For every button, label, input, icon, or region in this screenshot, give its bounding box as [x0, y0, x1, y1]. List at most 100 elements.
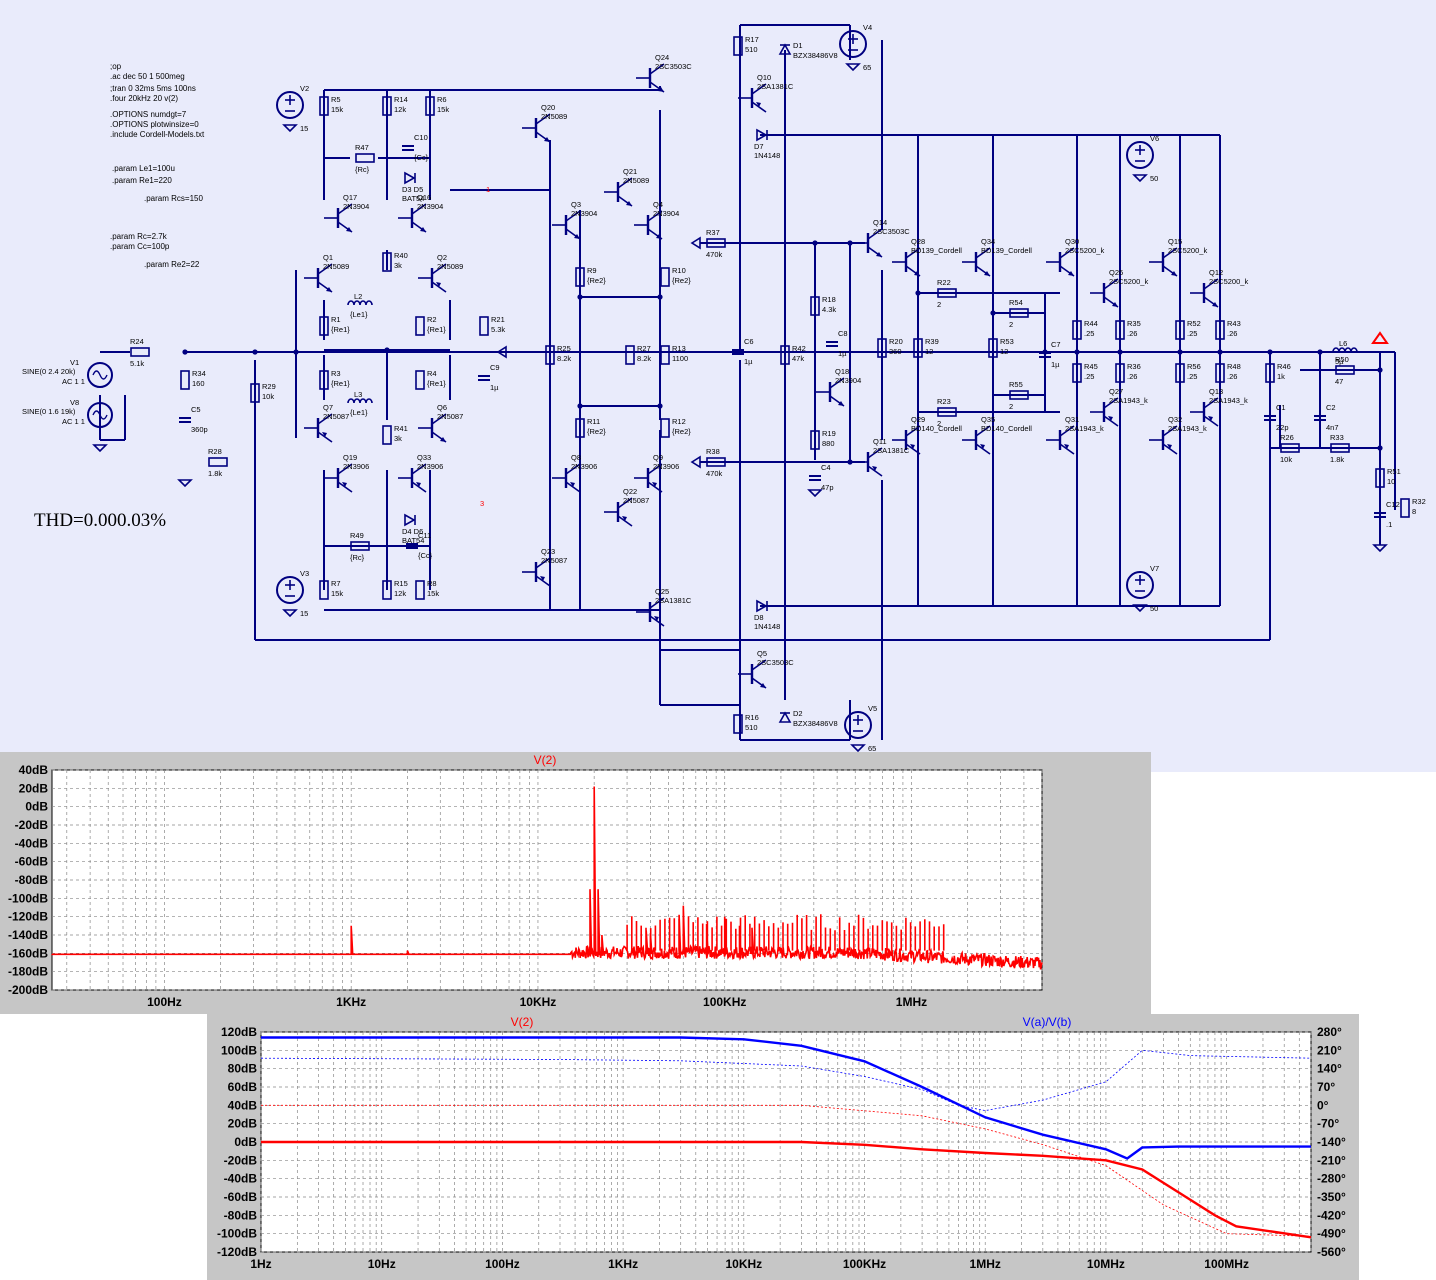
spice-directive-include[interactable]: .include Cordell-Models.txt	[110, 130, 205, 139]
resistor-r26[interactable]	[1280, 443, 1300, 453]
param-rcs[interactable]: .param Rcs=150	[144, 194, 203, 203]
resistor-r28[interactable]	[208, 457, 228, 467]
capacitor-c5[interactable]	[179, 417, 191, 423]
resistor-r40[interactable]	[382, 252, 392, 272]
resistor-r25[interactable]	[545, 345, 555, 365]
spice-directive-numdgt[interactable]: .OPTIONS numdgt=7	[110, 110, 187, 119]
transistor-q14[interactable]	[854, 228, 883, 258]
capacitor-c8[interactable]	[826, 341, 838, 347]
resistor-r44[interactable]	[1072, 320, 1082, 340]
resistor-r16[interactable]	[733, 714, 743, 734]
transistor-q18[interactable]	[816, 377, 845, 407]
transistor-q21[interactable]	[604, 177, 633, 207]
resistor-r29[interactable]	[250, 383, 260, 403]
spice-directive-four[interactable]: .four 20kHz 20 v(2)	[110, 94, 179, 103]
resistor-r1[interactable]	[319, 316, 329, 336]
param-cc[interactable]: .param Cc=100p	[110, 242, 170, 251]
transistor-q23[interactable]	[522, 557, 551, 587]
resistor-r38[interactable]	[706, 457, 726, 467]
capacitor-c4[interactable]	[809, 475, 821, 481]
spice-directive-tran[interactable]: ;tran 0 32ms 5ms 100ns	[110, 84, 196, 93]
inductor-l3[interactable]	[347, 398, 373, 404]
resistor-r18[interactable]	[810, 296, 820, 316]
voltage-source-v6[interactable]	[1126, 141, 1154, 183]
transistor-q12[interactable]	[1190, 278, 1219, 308]
param-re1[interactable]: .param Re1=220	[112, 176, 172, 185]
resistor-r51[interactable]	[1375, 468, 1385, 488]
resistor-r10[interactable]	[660, 267, 670, 287]
transistor-q17[interactable]	[324, 203, 353, 233]
transistor-q28[interactable]	[892, 247, 921, 277]
transistor-q19[interactable]	[324, 463, 353, 493]
resistor-r8[interactable]	[415, 580, 425, 600]
fft-trace-label[interactable]: V(2)	[534, 753, 557, 767]
diode-d3-d5[interactable]	[404, 171, 416, 185]
resistor-r14[interactable]	[382, 96, 392, 116]
port-arrow[interactable]	[496, 345, 507, 359]
transistor-q22[interactable]	[604, 497, 633, 527]
transistor-q15[interactable]	[1149, 247, 1178, 277]
resistor-r20[interactable]	[877, 338, 887, 358]
bode-left-trace-label[interactable]: V(2)	[511, 1015, 534, 1029]
resistor-r49[interactable]	[350, 541, 370, 551]
transistor-q32[interactable]	[1149, 425, 1178, 455]
spice-directive-ac[interactable]: .ac dec 50 1 500meg	[110, 72, 185, 81]
resistor-r54[interactable]	[1009, 308, 1029, 318]
param-rc[interactable]: .param Rc=2.7k	[110, 232, 167, 241]
resistor-r32[interactable]	[1400, 498, 1410, 518]
inductor-l6[interactable]	[1332, 347, 1358, 353]
resistor-r36[interactable]	[1115, 363, 1125, 383]
bode-loopgain-magnitude-trace[interactable]	[261, 1036, 1311, 1160]
capacitor-c10[interactable]	[402, 145, 414, 151]
transistor-q8[interactable]	[552, 463, 581, 493]
transistor-q4[interactable]	[634, 210, 663, 240]
resistor-r21[interactable]	[479, 316, 489, 336]
transistor-q27[interactable]	[1090, 397, 1119, 427]
resistor-r39[interactable]	[913, 338, 923, 358]
transistor-q16[interactable]	[398, 203, 427, 233]
resistor-r48[interactable]	[1215, 363, 1225, 383]
transistor-q7[interactable]	[304, 413, 333, 443]
resistor-r5[interactable]	[319, 96, 329, 116]
resistor-r50[interactable]	[1335, 365, 1355, 375]
resistor-r56[interactable]	[1175, 363, 1185, 383]
transistor-q10[interactable]	[738, 83, 767, 113]
resistor-r53[interactable]	[988, 338, 998, 358]
transistor-q35[interactable]	[962, 425, 991, 455]
resistor-r6[interactable]	[425, 96, 435, 116]
transistor-q11[interactable]	[854, 447, 883, 477]
transistor-q6[interactable]	[418, 413, 447, 443]
fft-trace-v2[interactable]	[51, 786, 1043, 970]
resistor-r17[interactable]	[733, 36, 743, 56]
transistor-q33[interactable]	[398, 463, 427, 493]
resistor-r9[interactable]	[575, 267, 585, 287]
diode-d7[interactable]	[756, 128, 768, 142]
diode-d8[interactable]	[756, 599, 768, 613]
transistor-q9[interactable]	[634, 463, 663, 493]
bode-right-trace-label[interactable]: V(a)/V(b)	[1023, 1015, 1072, 1029]
transistor-q1[interactable]	[304, 263, 333, 293]
diode-d2[interactable]	[778, 711, 792, 723]
transistor-q34[interactable]	[962, 247, 991, 277]
output-probe-marker[interactable]	[1371, 331, 1389, 344]
inductor-l2[interactable]	[347, 300, 373, 306]
capacitor-c12[interactable]	[1374, 512, 1386, 518]
bode-v2-magnitude-trace[interactable]	[261, 1140, 1312, 1239]
diode-d1[interactable]	[778, 43, 792, 55]
net-label-3[interactable]: 3	[480, 499, 484, 508]
net-label-1[interactable]: 1	[486, 185, 490, 194]
fft-chart[interactable]: 40dB20dB0dB-20dB-40dB-60dB-80dB-100dB-12…	[0, 752, 1151, 1014]
resistor-r15[interactable]	[382, 580, 392, 600]
resistor-r23[interactable]	[937, 407, 957, 417]
resistor-r47[interactable]	[355, 153, 375, 163]
signal-source-v1[interactable]	[87, 362, 113, 388]
voltage-source-v2[interactable]	[276, 91, 304, 133]
transistor-q3[interactable]	[552, 210, 581, 240]
signal-source-v8[interactable]	[87, 402, 113, 428]
bode-chart[interactable]: 120dB100dB80dB60dB40dB20dB0dB-20dB-40dB-…	[207, 1014, 1359, 1280]
resistor-r19[interactable]	[810, 430, 820, 450]
transistor-q26[interactable]	[1090, 278, 1119, 308]
resistor-r11[interactable]	[575, 418, 585, 438]
